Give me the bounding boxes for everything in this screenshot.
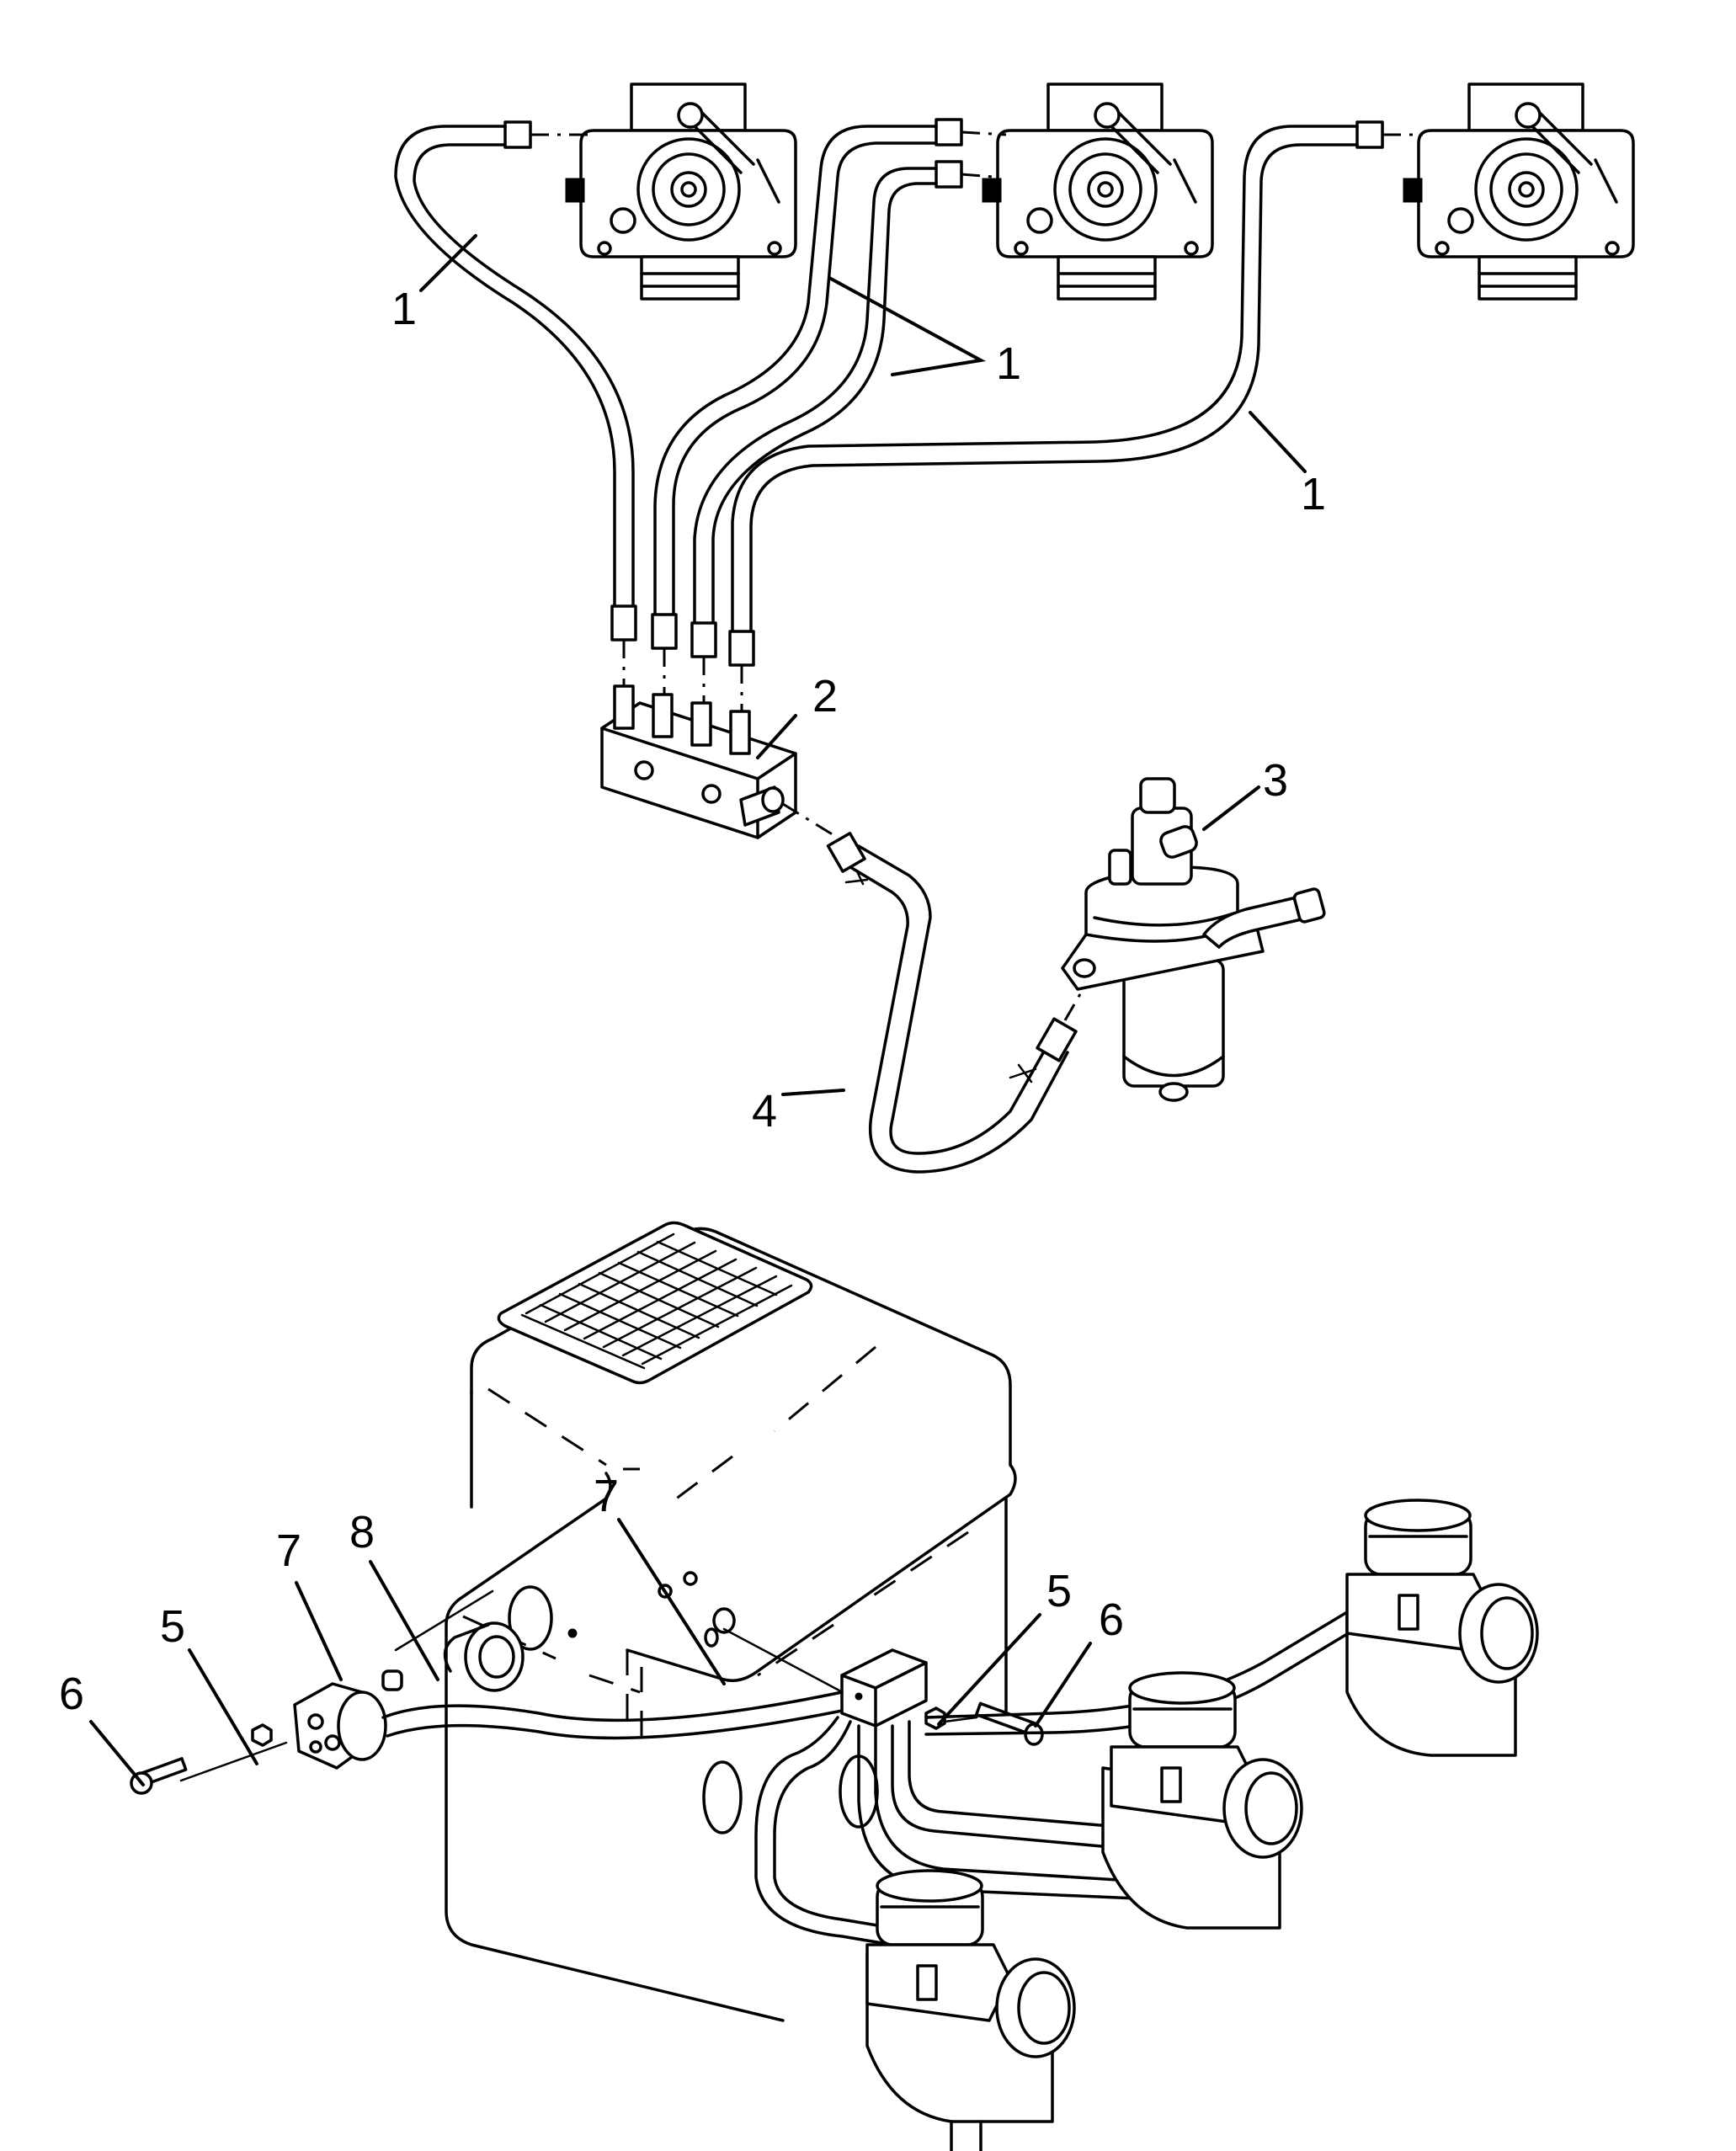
carburetor-lower-middle — [1101, 1671, 1303, 1930]
callout-1-upper-left: 1 — [391, 284, 417, 334]
filler-grid — [520, 1233, 793, 1370]
callout-5-left: 5 — [160, 1601, 185, 1652]
callout-leaders — [89, 234, 1307, 1786]
oil-supply-hose — [826, 832, 1092, 1174]
callout-7-left: 7 — [276, 1525, 301, 1576]
lower-oil-pump — [179, 1682, 387, 1782]
callout-6-right: 6 — [1099, 1595, 1124, 1645]
carburetor-top-middle — [982, 83, 1214, 301]
callout-2: 2 — [812, 671, 838, 721]
callout-8: 8 — [349, 1507, 375, 1557]
oil-tank — [445, 1221, 1017, 2022]
oil-pump — [1061, 777, 1326, 1102]
right-fasteners — [924, 1701, 1044, 1746]
callout-7-center: 7 — [594, 1471, 619, 1521]
carburetor-lower-front — [865, 1869, 1076, 2151]
callout-6-left: 6 — [59, 1669, 84, 1719]
distribution-block — [600, 684, 839, 839]
tank-fittings — [381, 1589, 852, 1698]
callout-1-right: 1 — [1301, 469, 1326, 519]
hose-fittings-top — [503, 118, 1423, 189]
callout-1-center: 1 — [996, 338, 1021, 389]
callout-5-right: 5 — [1046, 1566, 1072, 1616]
carburetor-lower-back — [1345, 1499, 1539, 1757]
callout-3: 3 — [1263, 755, 1288, 806]
carburetor-top-left — [565, 83, 797, 301]
lower-distribution-block — [840, 1648, 928, 1728]
left-fasteners — [130, 1723, 273, 1795]
callout-1-triangle-leader — [828, 276, 987, 376]
carburetor-top-right — [1403, 83, 1635, 301]
callout-4: 4 — [752, 1086, 777, 1137]
